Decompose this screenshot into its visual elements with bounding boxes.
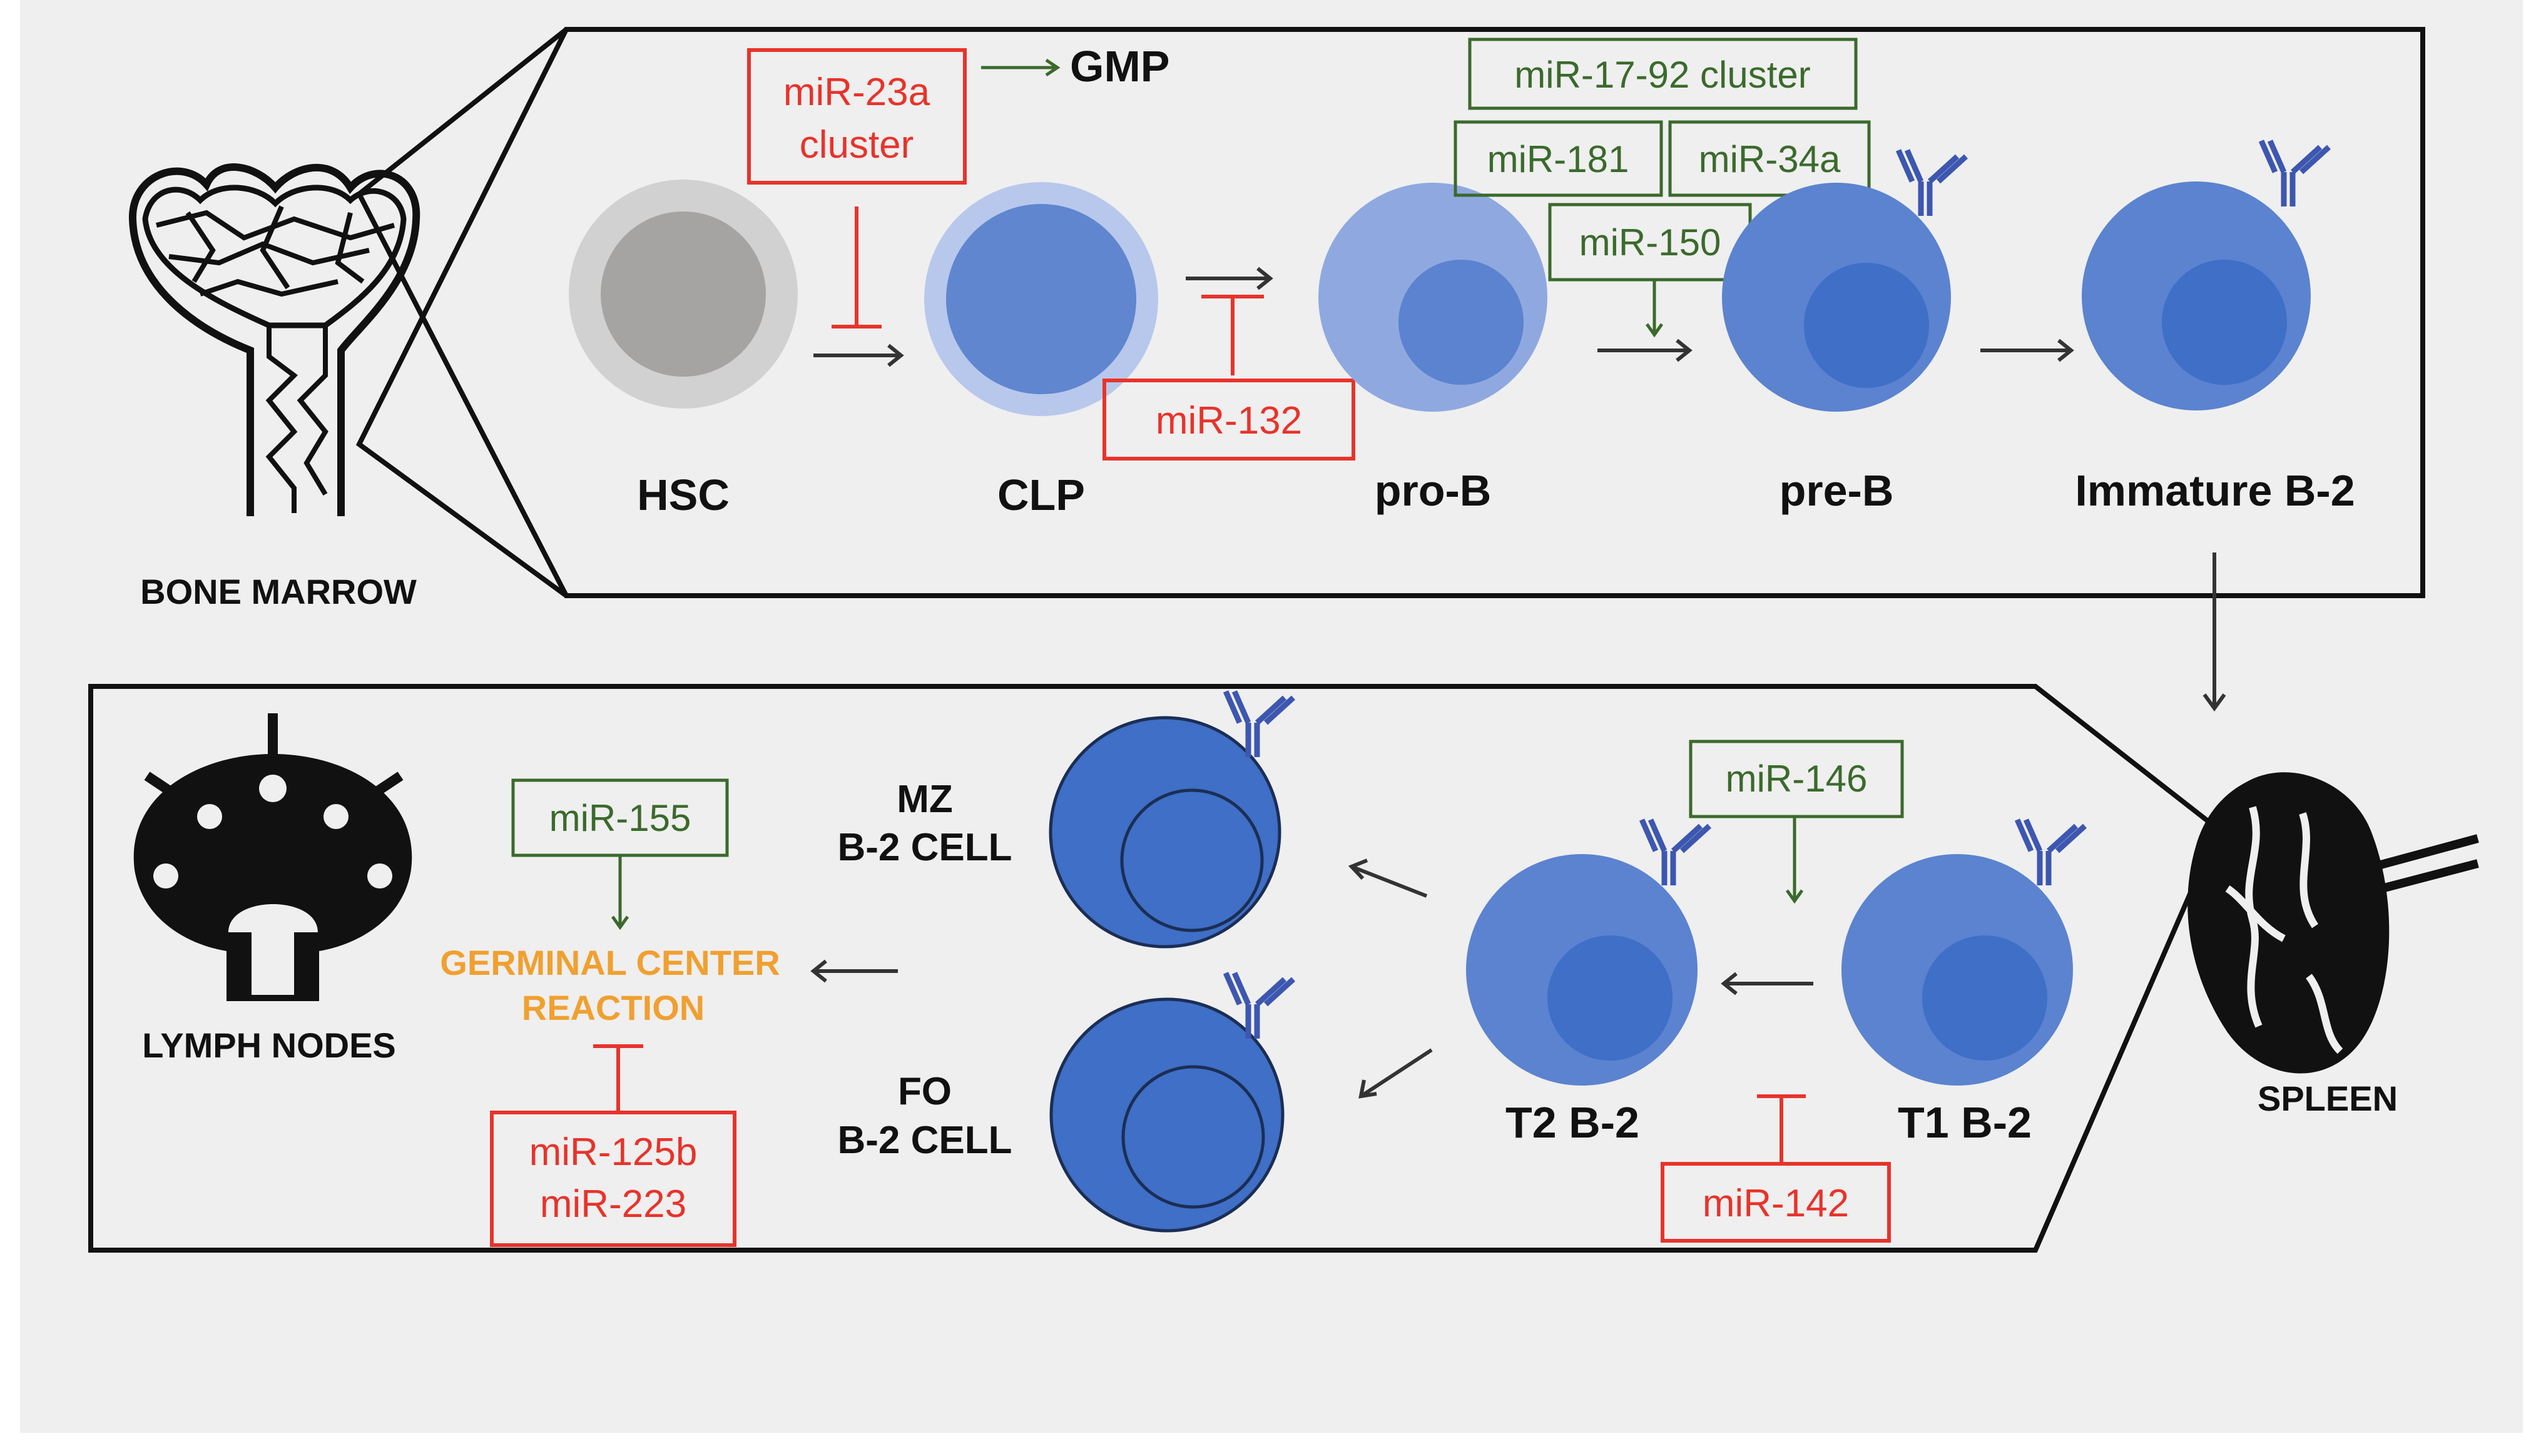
mir132-label: miR-132 [1156, 399, 1302, 442]
mir150-label: miR-150 [1579, 221, 1721, 263]
mir155-label: miR-155 [549, 797, 691, 839]
fo-label-line1: FO [898, 1070, 952, 1113]
preb-cell-nucleus [1804, 263, 1929, 388]
hsc-cell-nucleus [601, 211, 766, 377]
mz-b2-cell-nucleus [1120, 788, 1264, 932]
bone-marrow-icon [128, 163, 420, 516]
mir125b-label: miR-125b [529, 1131, 698, 1174]
clp-label: CLP [997, 471, 1085, 519]
spleen-icon [2187, 772, 2479, 1074]
mir34a-box [1668, 120, 1871, 197]
spleen-label: SPLEEN [2258, 1079, 2398, 1118]
mir142-label: miR-142 [1703, 1182, 1849, 1225]
mz-label-line2: B-2 CELL [838, 826, 1012, 869]
bone-marrow-panel-outline [355, 27, 2425, 598]
lymph-nodes-label: LYMPH NODES [142, 1026, 396, 1065]
mir142-box [1661, 1162, 1891, 1243]
clp-cell-nucleus [946, 204, 1136, 394]
mir34a-label: miR-34a [1699, 138, 1841, 180]
t1-b2-label: T1 B-2 [1898, 1098, 2032, 1147]
mir181-label: miR-181 [1487, 138, 1629, 180]
fo-label-line2: B-2 CELL [838, 1119, 1012, 1162]
gc-reaction-label-line1: GERMINAL CENTER [440, 943, 780, 982]
mir17-92-label: miR-17-92 cluster [1514, 54, 1810, 96]
prob-cell-nucleus [1398, 260, 1524, 385]
fo-b2-cell-nucleus [1121, 1065, 1265, 1209]
t2-b2-cell-nucleus [1547, 935, 1673, 1061]
periphery-panel [88, 684, 2221, 1253]
arrow-t2-to-mz [1350, 865, 1428, 898]
mir125b-mir223-box [490, 1111, 736, 1247]
mir132-box [1102, 379, 1355, 461]
t2-b2-label: T2 B-2 [1505, 1098, 1639, 1147]
mir146-box [1689, 740, 1904, 818]
lymph-node-icon [133, 713, 412, 1001]
mir23a-label-line2: cluster [800, 123, 914, 166]
mz-label-line1: MZ [897, 778, 953, 821]
t1-b2-cell-nucleus [1922, 935, 2047, 1061]
gc-reaction-label-line2: REACTION [522, 988, 705, 1027]
immature-b2-cell-nucleus [2162, 260, 2287, 385]
mir23a-box [747, 48, 967, 185]
mir223-label: miR-223 [540, 1183, 686, 1226]
gmp-label: GMP [1070, 42, 1169, 91]
arrow-t2-to-fo [1360, 1048, 1433, 1098]
preb-label: pre-B [1780, 466, 1894, 515]
hsc-label: HSC [637, 471, 730, 519]
mir181-box [1454, 120, 1663, 197]
mir146-label: miR-146 [1726, 758, 1868, 800]
bone-marrow-label: BONE MARROW [140, 572, 417, 611]
prob-label: pro-B [1375, 466, 1492, 515]
mir17-92-box [1468, 38, 1858, 110]
mir23a-label-line1: miR-23a [783, 71, 930, 114]
immature-b2-label: Immature B-2 [2075, 466, 2355, 515]
